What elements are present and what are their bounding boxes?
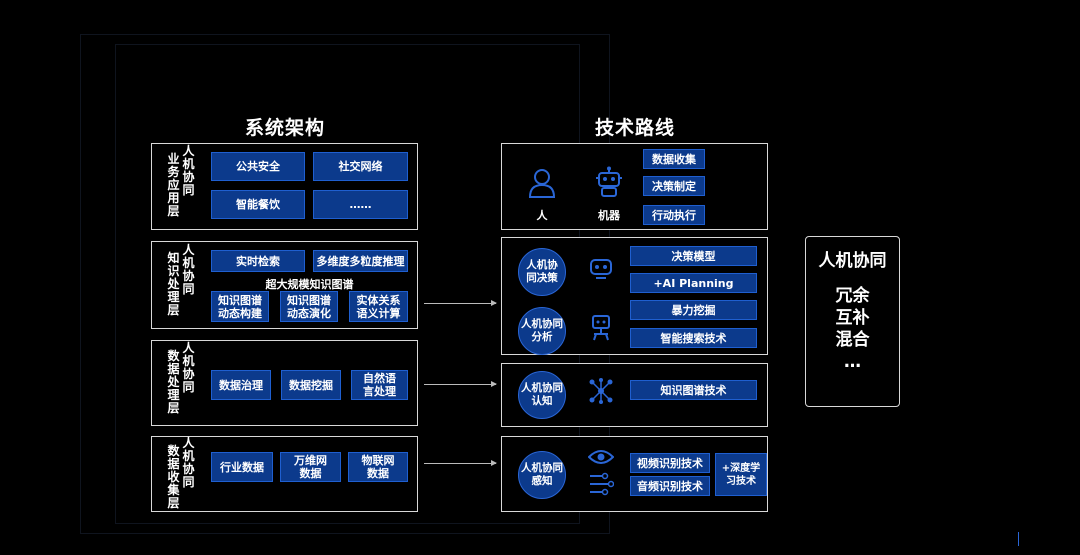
circle-line: 人机协同 xyxy=(521,382,563,394)
box-video-recog: 视频识别技术 xyxy=(630,453,710,473)
box-social-network: 社交网络 xyxy=(313,152,408,181)
layer-mode: 人机协同 xyxy=(182,436,195,489)
box-deep-learning: +深度学习技术 xyxy=(715,453,767,496)
box-line: 数据 xyxy=(367,467,389,480)
scroll-indicator xyxy=(1018,532,1019,546)
box-line: 动态构建 xyxy=(218,306,262,320)
box-kg-tech: 知识图谱技术 xyxy=(630,380,757,400)
box-smart-search: 智能搜索技术 xyxy=(630,328,757,348)
layer-name: 业务应用层 xyxy=(167,152,180,218)
knowledge-graph-caption: 超大规模知识图谱 xyxy=(265,278,354,291)
left-title: 系统架构 xyxy=(244,117,325,139)
box-public-safety: 公共安全 xyxy=(211,152,305,181)
box-more: …… xyxy=(313,190,408,219)
summary-line-hybrid: 混合 xyxy=(835,330,870,350)
box-smart-dining: 智能餐饮 xyxy=(211,190,305,219)
circle-line: 人机协同 xyxy=(521,462,563,474)
box-data-mining: 数据挖掘 xyxy=(281,370,341,400)
layer-name: 知识处理层 xyxy=(167,251,180,317)
arrow-data-collection xyxy=(424,460,497,466)
robot-icon xyxy=(596,166,622,197)
summary-title: 人机协同 xyxy=(818,251,887,271)
circle-line: 同决策 xyxy=(526,272,558,284)
circle-hm-decision: 人机协同决策 xyxy=(518,248,566,296)
layer-business-label: 业务应用层 人机协同 xyxy=(167,145,195,218)
layer-mode: 人机协同 xyxy=(182,144,195,197)
box-brute-mining: 暴力挖掘 xyxy=(630,300,757,320)
layer-knowledge-label: 知识处理层 人机协同 xyxy=(167,244,195,317)
box-realtime-search: 实时检索 xyxy=(211,250,305,272)
circle-line: 认知 xyxy=(531,395,553,407)
box-line: 实体关系 xyxy=(356,293,401,307)
box-kg-construct: 知识图谱动态构建 xyxy=(211,291,269,322)
circle-hm-analysis: 人机协同分析 xyxy=(518,307,566,355)
box-line: +深度学 xyxy=(721,462,761,474)
summary-line-complement: 互补 xyxy=(835,308,870,328)
network-icon xyxy=(589,378,613,404)
box-data-collect: 数据收集 xyxy=(643,149,705,169)
human-machine-summary-panel: 人机协同 冗余 互补 混合 … xyxy=(805,236,900,407)
box-line: 言处理 xyxy=(363,385,396,398)
box-multi-reasoning: 多维度多粒度推理 xyxy=(313,250,408,272)
box-line: 动态演化 xyxy=(287,306,331,320)
layer-data-processing-label: 数据处理层 人机协同 xyxy=(167,342,195,415)
box-line: 物联网 xyxy=(361,454,395,467)
layer-name: 数据收集层 xyxy=(167,444,180,510)
box-web-data: 万维网数据 xyxy=(280,452,341,482)
circle-line: 分析 xyxy=(531,331,553,343)
circle-hm-perception: 人机协同感知 xyxy=(518,451,566,499)
box-decision-make: 决策制定 xyxy=(643,176,705,196)
circle-line: 人机协 xyxy=(526,259,558,271)
circle-line: 感知 xyxy=(531,475,553,487)
box-line: 习技术 xyxy=(726,475,756,487)
box-ai-planning: +AI Planning xyxy=(630,273,757,293)
decision-robot-icon xyxy=(590,259,612,279)
arrow-data-processing xyxy=(424,381,497,387)
box-line: 语义计算 xyxy=(356,306,401,320)
right-title: 技术路线 xyxy=(594,117,675,139)
box-action-exec: 行动执行 xyxy=(643,205,705,225)
layer-mode: 人机协同 xyxy=(182,341,195,394)
box-line: 数据 xyxy=(299,467,322,480)
machine-label: 机器 xyxy=(598,209,620,222)
human-label: 人 xyxy=(536,209,548,222)
box-industry-data: 行业数据 xyxy=(211,452,273,482)
layer-mode: 人机协同 xyxy=(182,243,195,296)
layer-data-collection-label: 数据收集层 人机协同 xyxy=(167,437,195,510)
box-decision-model: 决策模型 xyxy=(630,246,757,266)
box-line: 知识图谱 xyxy=(218,293,262,307)
circle-line: 人机协同 xyxy=(521,318,563,330)
circle-hm-cognition: 人机协同认知 xyxy=(518,371,566,419)
route-top-panel xyxy=(501,143,768,230)
circuit-icon xyxy=(590,472,614,496)
analysis-robot-icon xyxy=(592,315,610,341)
box-data-governance: 数据治理 xyxy=(211,370,271,400)
box-line: 自然语 xyxy=(363,372,396,385)
summary-line-ellipsis: … xyxy=(844,352,861,372)
person-icon xyxy=(528,169,556,198)
box-audio-recog: 音频识别技术 xyxy=(630,476,710,496)
layer-name: 数据处理层 xyxy=(167,349,180,415)
box-kg-evolve: 知识图谱动态演化 xyxy=(280,291,338,322)
box-line: 万维网 xyxy=(294,454,327,467)
box-line: 知识图谱 xyxy=(287,293,331,307)
summary-line-redundancy: 冗余 xyxy=(835,286,870,306)
box-iot-data: 物联网数据 xyxy=(348,452,408,482)
box-entity-semantic: 实体关系语义计算 xyxy=(349,291,408,322)
box-nlp: 自然语言处理 xyxy=(351,370,408,400)
eye-icon xyxy=(588,450,614,464)
arrow-knowledge xyxy=(424,300,497,306)
